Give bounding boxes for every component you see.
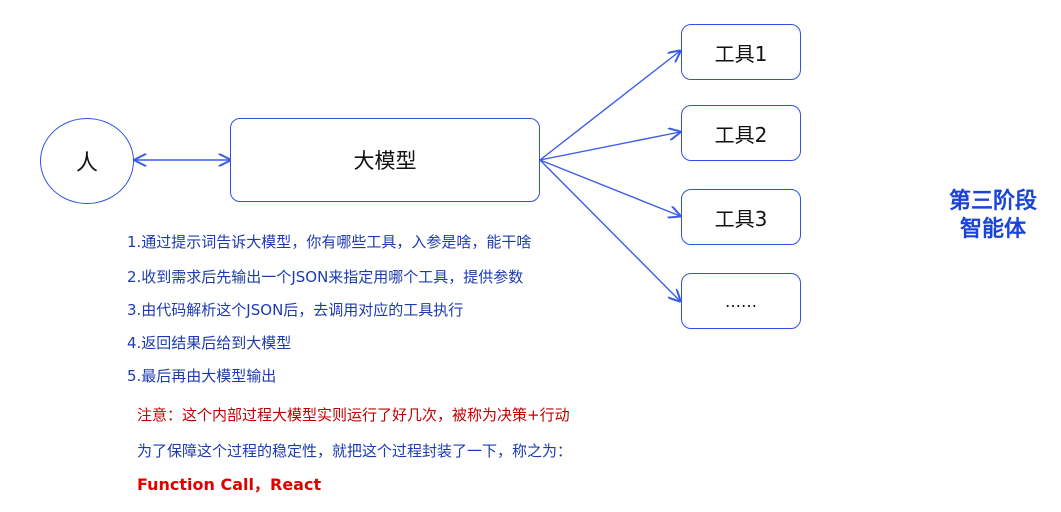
tool-label-1: 工具1 [714, 41, 768, 66]
tool-label-2: 工具2 [714, 122, 768, 147]
llm-tool2-arrow [539, 132, 680, 161]
stage-subtitle: 智能体 [959, 217, 1026, 242]
step-4: 4.返回结果后给到大模型 [127, 334, 292, 352]
step-5: 5.最后再由大模型输出 [127, 367, 277, 385]
function-call-react: Function Call，React [137, 475, 322, 494]
step-3: 3.由代码解析这个JSON后，去调用对应的工具执行 [127, 301, 464, 319]
tool-node-3: 工具3 [681, 189, 801, 245]
llm-tool-more-arrow [539, 159, 680, 301]
step-1: 1.通过提示词告诉大模型，你有哪些工具，入参是啥，能干啥 [127, 233, 532, 251]
tool-label-more: …… [725, 291, 757, 311]
person-node: 人 [40, 118, 134, 204]
tool-node-more: …… [681, 273, 801, 329]
llm-node: 大模型 [230, 118, 540, 202]
tool-node-2: 工具2 [681, 105, 801, 161]
stability-note: 为了保障这个过程的稳定性，就把这个过程封装了一下，称之为： [137, 442, 573, 460]
person-label: 人 [75, 151, 98, 176]
tool-node-1: 工具1 [681, 24, 801, 80]
attention-note: 注意：这个内部过程大模型实则运行了好几次，被称为决策+行动 [137, 406, 570, 424]
llm-label: 大模型 [353, 149, 417, 173]
llm-tool3-arrow [539, 159, 680, 216]
stage-label: 第三阶段 智能体 [938, 188, 1048, 244]
llm-tool1-arrow [539, 51, 680, 161]
tool-label-3: 工具3 [714, 206, 768, 231]
stage-title: 第三阶段 [948, 189, 1037, 214]
step-2: 2.收到需求后先输出一个JSON来指定用哪个工具，提供参数 [127, 268, 524, 286]
